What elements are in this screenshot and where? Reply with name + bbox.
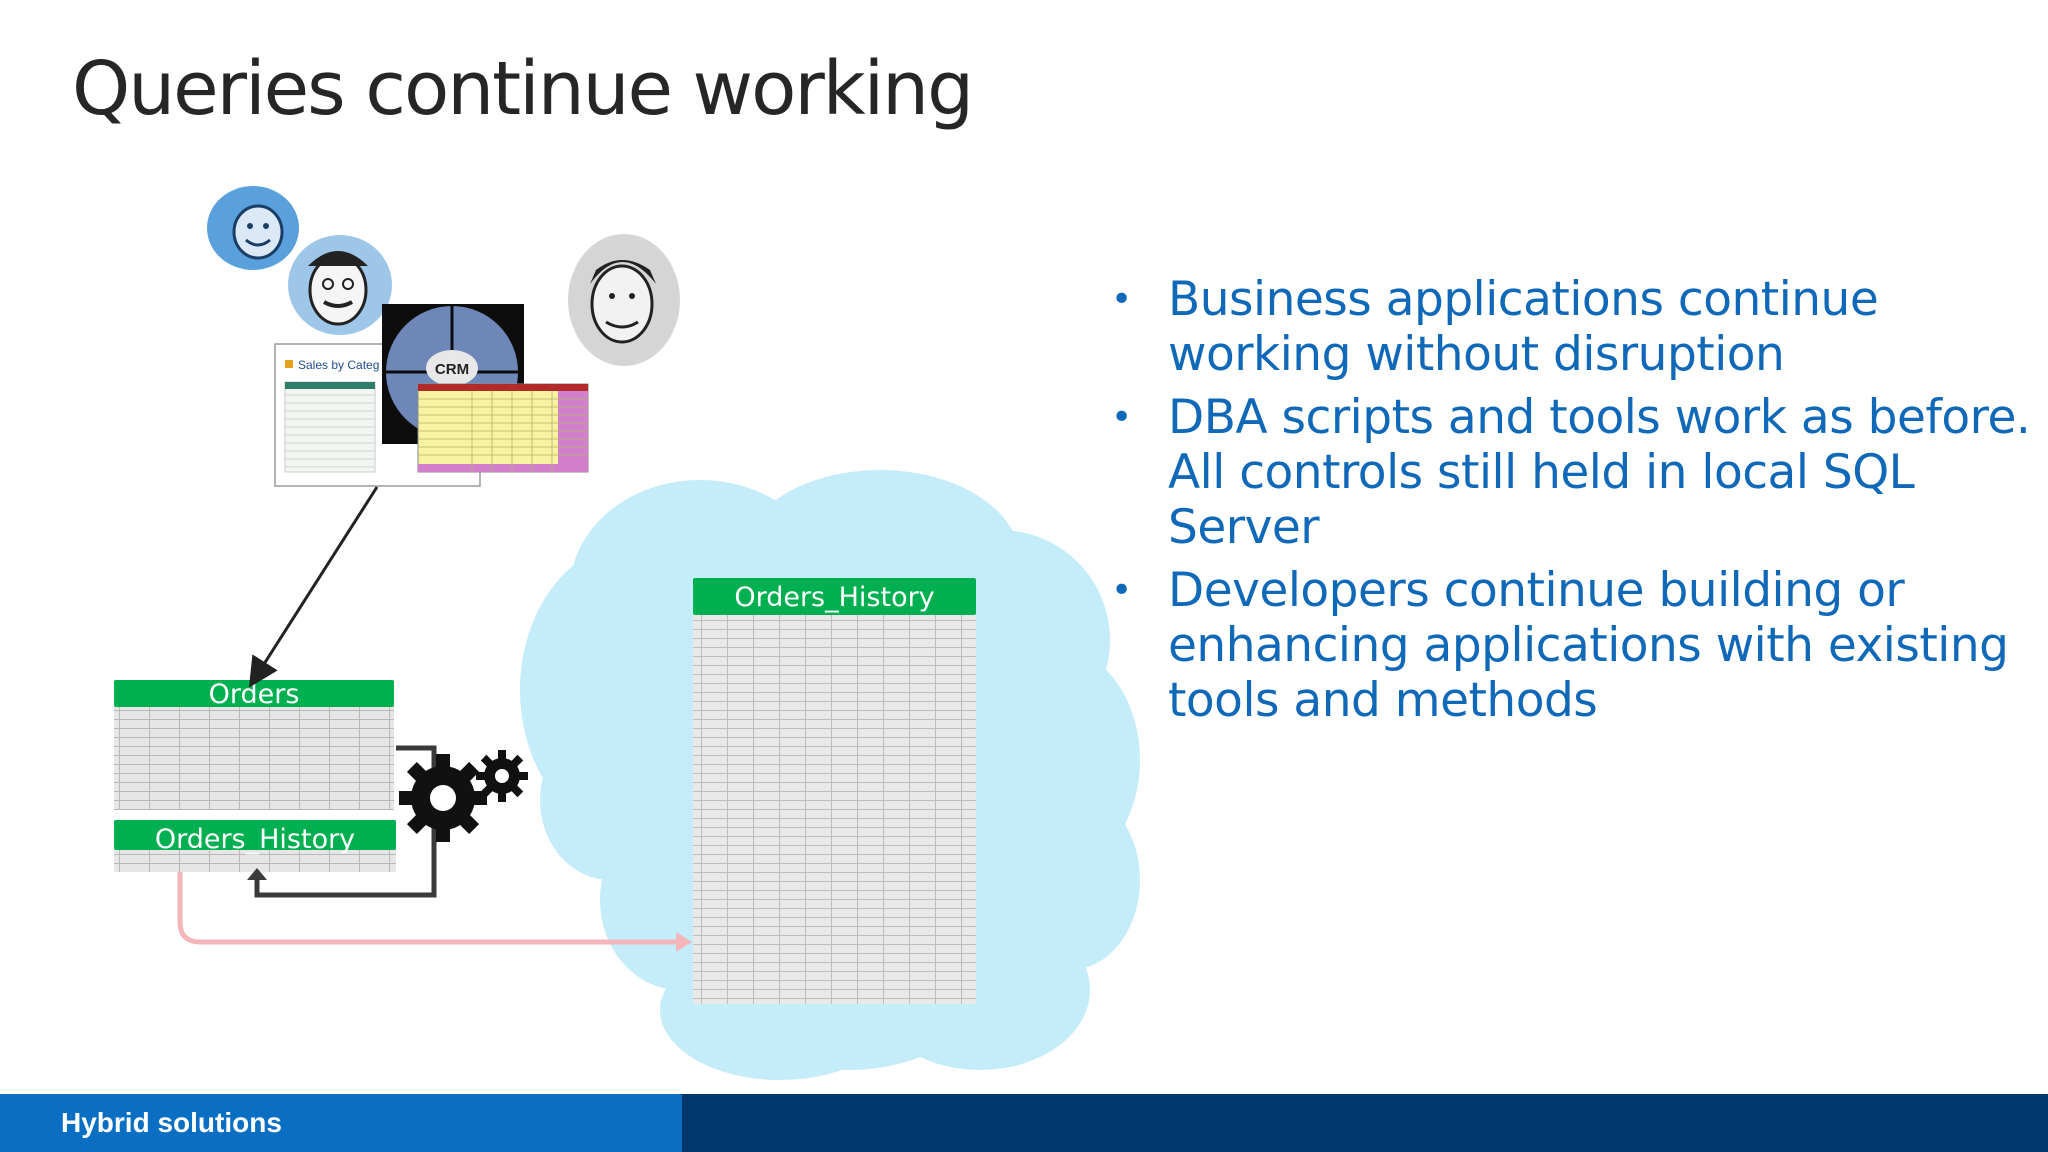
report-title: Sales by Categ — [298, 358, 379, 372]
query-arrow — [248, 486, 379, 688]
bullet-dot-icon: • — [1111, 570, 1132, 611]
bullet-item: • Developers continue building or enhanci… — [1108, 563, 2038, 728]
person-icon — [288, 235, 392, 335]
hybrid-diagram: Orders_History Orders Orders_History — [114, 186, 1140, 1080]
orders-history-table-label: Orders_History — [155, 824, 355, 855]
person-icon — [207, 186, 299, 270]
footer-bar: Hybrid solutions — [0, 1094, 2048, 1152]
orders-table: Orders — [114, 679, 394, 810]
bullet-item: • Business applications continue working … — [1108, 272, 2038, 382]
bullet-text: DBA scripts and tools work as before. Al… — [1168, 390, 2031, 555]
spreadsheet-icon — [417, 383, 589, 473]
bullet-text: Developers continue building or enhancin… — [1168, 563, 2009, 728]
bullet-list: • Business applications continue working … — [1108, 272, 2038, 736]
archive-loop-arrow — [254, 745, 437, 898]
bullet-dot-icon: • — [1111, 279, 1132, 320]
crm-label: CRM — [435, 361, 469, 378]
cloud-history-table-label: Orders_History — [734, 582, 934, 613]
footer-label: Hybrid solutions — [61, 1107, 282, 1138]
orders-table-label: Orders — [209, 679, 300, 710]
stretch-arrow — [177, 872, 678, 945]
person-icon — [568, 234, 680, 366]
bullet-dot-icon: • — [1111, 397, 1132, 438]
orders-history-table: Orders_History — [114, 820, 396, 872]
footer-section-label: Hybrid solutions — [0, 1094, 682, 1152]
slide-title: Queries continue working — [72, 46, 974, 132]
cloud-history-table: Orders_History — [693, 578, 976, 1004]
bullet-item: • DBA scripts and tools work as before. A… — [1108, 390, 2038, 555]
bullet-text: Business applications continue working w… — [1168, 272, 1879, 382]
gear-icon — [399, 750, 528, 842]
